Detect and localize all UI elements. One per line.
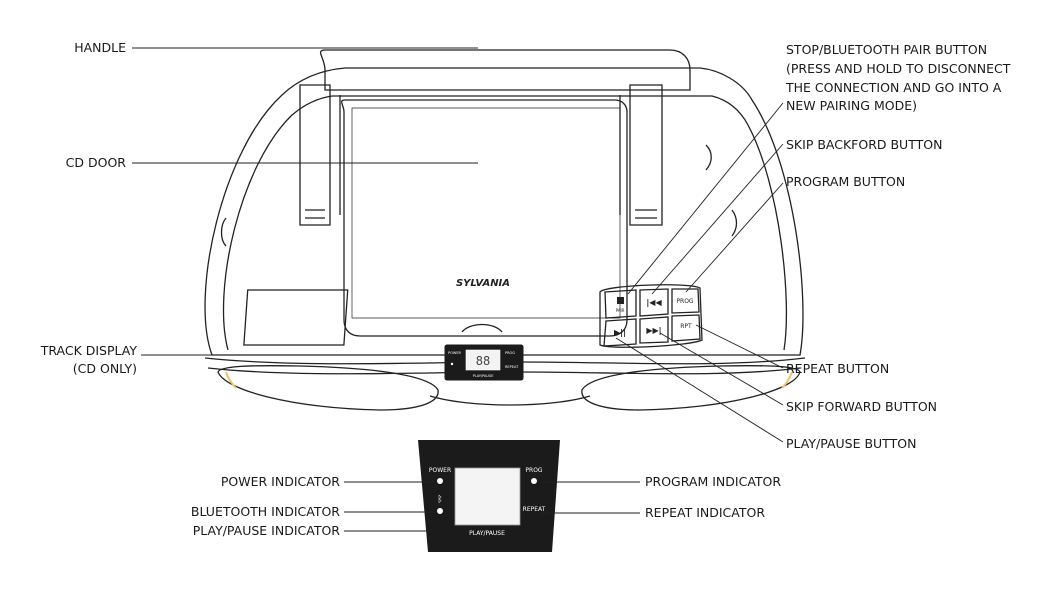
right-foot bbox=[581, 365, 801, 411]
label-stop-1: STOP/BLUETOOTH PAIR BUTTON bbox=[786, 42, 987, 57]
power-indicator-light bbox=[437, 478, 443, 484]
right-accent bbox=[781, 371, 793, 389]
label-program-button: PROGRAM BUTTON bbox=[786, 174, 905, 189]
label-track-display-1: TRACK DISPLAY bbox=[40, 343, 138, 358]
leader-play-pause bbox=[615, 337, 784, 443]
callout-labels: HANDLE CD DOOR TRACK DISPLAY (CD ONLY) S… bbox=[40, 40, 1011, 538]
body-outline bbox=[204, 67, 804, 356]
label-repeat-button: REPEAT BUTTON bbox=[786, 361, 889, 376]
bluetooth-icon: ᛒ bbox=[437, 494, 442, 505]
cd-door-outline bbox=[340, 99, 628, 337]
body-inner-contour bbox=[222, 95, 788, 351]
right-side-knob-upper[interactable] bbox=[705, 144, 712, 171]
cd-door-latch[interactable] bbox=[461, 323, 503, 333]
small-prog-label: PROG bbox=[505, 351, 515, 355]
label-skip-forward: SKIP FORWARD BUTTON bbox=[786, 399, 937, 414]
center-foot bbox=[429, 395, 591, 406]
cd-door: SYLVANIA bbox=[340, 99, 628, 337]
small-playpause-label: PLAY/PAUSE bbox=[473, 374, 494, 378]
panel-repeat-label: REPEAT bbox=[523, 506, 546, 513]
label-cd-door: CD DOOR bbox=[66, 155, 127, 170]
handle bbox=[299, 49, 691, 226]
cd-door-inner bbox=[351, 107, 621, 319]
track-display-screen bbox=[465, 349, 501, 371]
panel-power-label: POWER bbox=[429, 467, 451, 474]
label-stop-4: NEW PAIRING MODE) bbox=[786, 98, 917, 113]
label-stop-3: THE CONNECTION AND GO INTO A bbox=[785, 80, 1002, 95]
control-panel-outline bbox=[599, 284, 703, 348]
track-display: 88 POWER PROG REPEAT PLAY/PAUSE bbox=[444, 344, 524, 381]
leader-repeat bbox=[695, 324, 784, 369]
play-pause-icon: ▶|| bbox=[614, 328, 626, 337]
label-bluetooth-indicator: BLUETOOTH INDICATOR bbox=[191, 504, 340, 519]
panel-prog-label: PROG bbox=[525, 467, 543, 474]
repeat-button[interactable]: RPT bbox=[671, 314, 701, 342]
handle-right-arm-inner bbox=[635, 209, 657, 219]
control-panel: PAIR |◀◀ PROG ▶|| ▶▶| RPT bbox=[599, 284, 703, 348]
label-repeat-indicator: REPEAT INDICATOR bbox=[645, 505, 765, 520]
skip-forward-button[interactable]: ▶▶| bbox=[639, 316, 669, 344]
label-play-pause-button: PLAY/PAUSE BUTTON bbox=[786, 436, 916, 451]
skip-back-button[interactable]: |◀◀ bbox=[639, 288, 669, 317]
bluetooth-indicator-light bbox=[437, 508, 443, 514]
small-bt-dot bbox=[450, 362, 454, 366]
right-side-knob-lower[interactable] bbox=[731, 209, 738, 237]
handle-right-arm bbox=[629, 84, 663, 226]
indicator-panel-screen bbox=[454, 467, 521, 526]
program-button[interactable]: PROG bbox=[671, 288, 700, 314]
label-skip-back: SKIP BACKFORD BUTTON bbox=[786, 137, 942, 152]
rpt-button-label: RPT bbox=[680, 323, 692, 330]
stop-icon bbox=[617, 297, 624, 304]
indicator-panel: POWER ᛒ PROG REPEAT PLAY/PAUSE bbox=[418, 440, 560, 552]
handle-left-arm bbox=[299, 84, 331, 226]
leader-program bbox=[685, 182, 784, 293]
leader-skip-forward bbox=[659, 332, 784, 406]
brand-logo: SYLVANIA bbox=[456, 278, 510, 289]
program-indicator-light bbox=[531, 478, 537, 484]
stop-sub-label: PAIR bbox=[616, 308, 625, 313]
left-foot bbox=[217, 365, 439, 411]
leader-lines bbox=[132, 47, 784, 532]
left-accent bbox=[225, 371, 237, 389]
skip-back-icon: |◀◀ bbox=[646, 298, 662, 307]
label-power-indicator: POWER INDICATOR bbox=[221, 474, 340, 489]
label-stop-2: (PRESS AND HOLD TO DISCONNECT bbox=[786, 61, 1011, 76]
handle-left-arm-inner bbox=[305, 209, 325, 219]
skip-forward-icon: ▶▶| bbox=[646, 326, 661, 335]
small-power-label: POWER bbox=[448, 351, 462, 355]
play-pause-button[interactable]: ▶|| bbox=[603, 318, 637, 347]
prog-button-label: PROG bbox=[676, 298, 694, 305]
stop-pair-button[interactable]: PAIR bbox=[604, 289, 637, 319]
label-track-display-2: (CD ONLY) bbox=[73, 361, 137, 376]
label-playpause-indicator: PLAY/PAUSE INDICATOR bbox=[193, 523, 341, 538]
leader-stop bbox=[627, 102, 784, 295]
leader-skip-back bbox=[651, 143, 784, 295]
handle-top bbox=[319, 49, 691, 91]
panel-playpause-label: PLAY/PAUSE bbox=[469, 530, 505, 537]
left-window bbox=[243, 289, 349, 346]
track-display-digits: 88 bbox=[476, 354, 490, 368]
label-program-indicator: PROGRAM INDICATOR bbox=[645, 474, 781, 489]
label-handle: HANDLE bbox=[74, 40, 126, 55]
small-repeat-label: REPEAT bbox=[505, 365, 519, 369]
left-side-knob[interactable] bbox=[220, 217, 227, 247]
